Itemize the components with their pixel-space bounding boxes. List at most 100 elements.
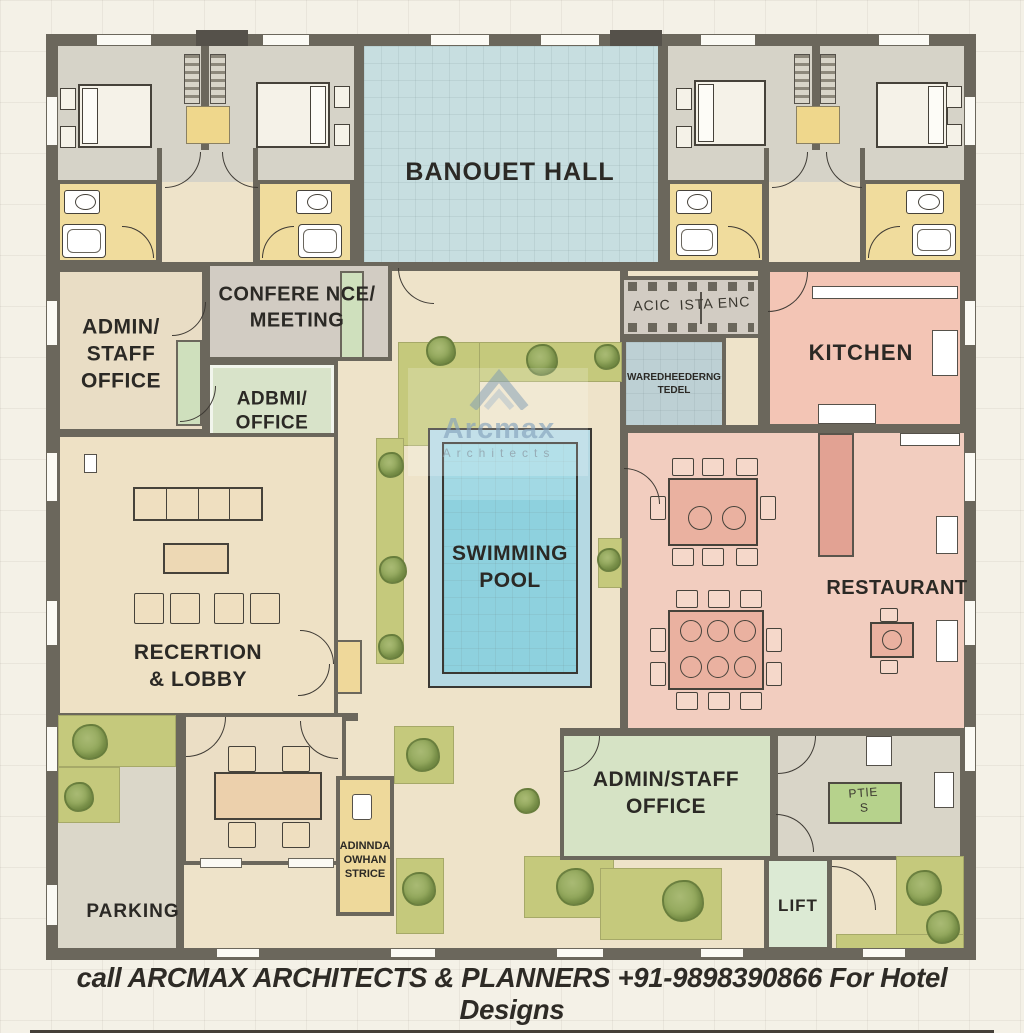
pillow: [82, 88, 98, 144]
tree: [556, 868, 594, 906]
pillow: [698, 84, 714, 142]
toilet: [296, 190, 332, 214]
bathtub: [298, 224, 342, 258]
window: [964, 600, 976, 646]
tree: [662, 880, 704, 922]
label-kitchen: KITCHEN: [808, 339, 914, 365]
pool-water: [442, 442, 578, 674]
tree: [379, 556, 407, 584]
dining-chair: [880, 660, 898, 674]
luggage-bench: [796, 106, 840, 144]
bathtub: [62, 224, 106, 258]
wardrobe: [820, 54, 836, 104]
fixture: [934, 772, 954, 808]
roof-shaft: [610, 30, 662, 46]
window: [46, 300, 58, 346]
wardrobe: [210, 54, 226, 104]
planter-strip: [340, 271, 364, 359]
window: [964, 300, 976, 346]
kitchen-sink: [932, 330, 958, 376]
room-lift: [764, 856, 832, 952]
nightstand: [60, 88, 76, 110]
dining-chair: [650, 662, 666, 686]
window: [288, 858, 334, 868]
service-shelf: [936, 516, 958, 554]
stair-treads: [628, 282, 754, 291]
kitchen-equipment: [818, 404, 876, 424]
wall: [764, 148, 769, 262]
window: [430, 34, 490, 46]
lounge-chair: [214, 593, 244, 624]
nightstand: [676, 88, 692, 110]
plate: [688, 506, 712, 530]
wall: [758, 262, 766, 428]
plate: [680, 656, 702, 678]
chair: [282, 822, 310, 848]
window: [216, 948, 260, 958]
dining-chair: [766, 628, 782, 652]
sofa-seat: [230, 489, 261, 519]
tree: [378, 452, 404, 478]
window: [46, 452, 58, 502]
tree: [594, 344, 620, 370]
luggage-bench: [186, 106, 230, 144]
chair: [228, 746, 256, 772]
dining-chair: [766, 662, 782, 686]
wall: [176, 713, 184, 948]
window: [700, 948, 744, 958]
toilet: [676, 190, 712, 214]
watermark-subtitle: Architects: [442, 446, 556, 460]
watermark-name: Arcmax: [442, 413, 556, 445]
window: [964, 96, 976, 146]
stair-treads: [628, 323, 754, 332]
window: [878, 34, 930, 46]
lounge-chair: [170, 593, 200, 624]
sofa-seat: [167, 489, 199, 519]
label-parking: PARKING: [86, 900, 180, 922]
wardrobe: [794, 54, 810, 104]
dining-chair: [708, 692, 730, 710]
service-shelf: [936, 620, 958, 662]
toilet-bowl: [307, 194, 328, 210]
dining-chair: [740, 692, 762, 710]
lounge-chair: [250, 593, 280, 624]
nightstand: [946, 86, 962, 108]
bathtub: [676, 224, 718, 256]
tree: [426, 336, 456, 366]
dining-chair: [676, 590, 698, 608]
label-staircase-left: ACIC: [632, 296, 671, 314]
bed: [694, 80, 766, 146]
window: [862, 948, 906, 958]
tree: [597, 548, 621, 572]
sofa-seat: [135, 489, 167, 519]
dining-chair: [736, 458, 758, 476]
label-lift: LIFT: [778, 896, 818, 916]
roof-shaft: [196, 30, 248, 46]
window: [46, 884, 58, 926]
bathtub-inner: [303, 229, 337, 253]
label-staircase-right: ISTA ENC: [679, 293, 751, 313]
nightstand: [60, 126, 76, 148]
dining-chair: [760, 496, 776, 520]
wall: [201, 46, 209, 150]
chair: [282, 746, 310, 772]
dining-chair: [672, 548, 694, 566]
watermark: Arcmax Architects: [404, 366, 594, 476]
label-admin-office-small: ADBMI/ OFFICE: [235, 388, 309, 434]
room-reception-lobby: [56, 433, 338, 717]
label-conference-meeting: CONFERE NCE/ MEETING: [218, 283, 376, 331]
window: [540, 34, 600, 46]
bathtub: [912, 224, 956, 256]
window: [46, 726, 58, 772]
label-store: WAREDHEEDERNG TEDEL: [627, 372, 721, 396]
wardrobe: [184, 54, 200, 104]
chair: [228, 822, 256, 848]
tree: [526, 344, 558, 376]
outer-wall-top: [46, 34, 976, 46]
window: [200, 858, 242, 868]
dining-chair: [740, 590, 762, 608]
wall: [253, 148, 258, 262]
toilet-bowl: [75, 194, 96, 210]
fixture: [352, 794, 372, 820]
